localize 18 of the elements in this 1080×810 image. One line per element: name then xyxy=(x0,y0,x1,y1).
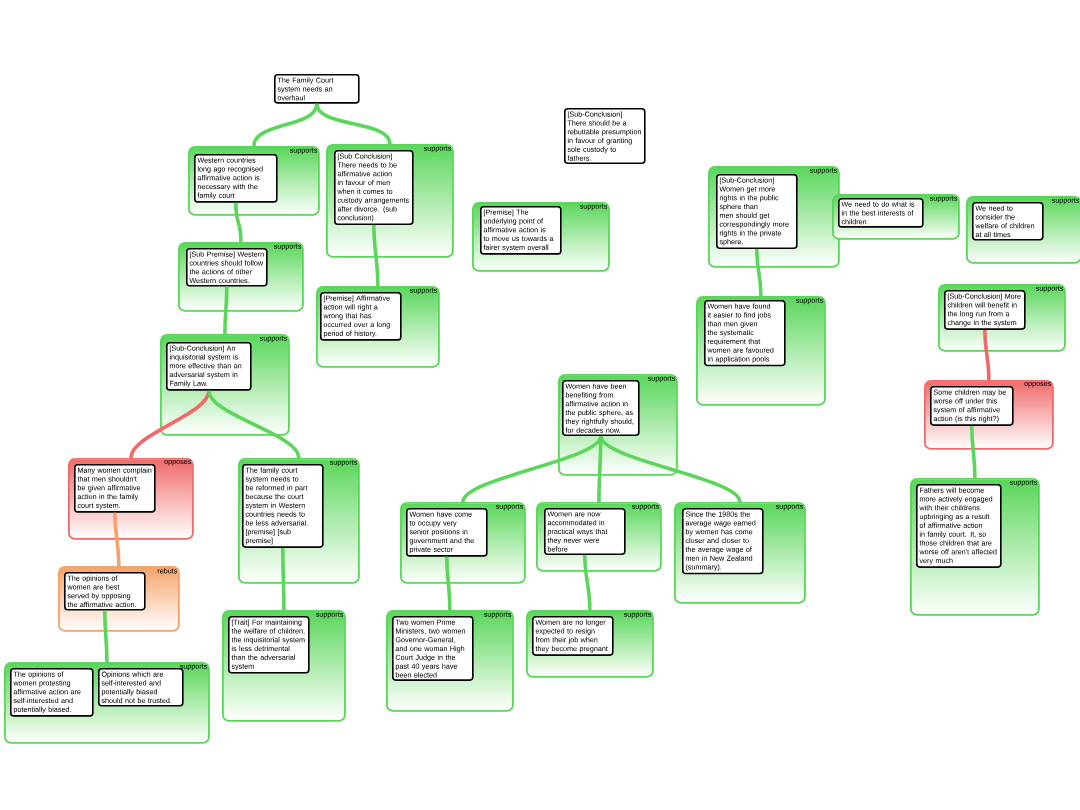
connector xyxy=(372,225,380,287)
connector xyxy=(223,286,229,335)
connector xyxy=(129,390,211,459)
connector xyxy=(315,103,392,145)
connector xyxy=(461,435,603,503)
connector xyxy=(599,435,742,503)
connector xyxy=(234,202,243,243)
connector xyxy=(597,436,603,503)
connector xyxy=(113,512,121,567)
connector xyxy=(983,329,991,381)
connector xyxy=(207,390,301,459)
connector xyxy=(970,425,977,479)
connector xyxy=(252,103,319,147)
connector xyxy=(755,249,763,297)
connector xyxy=(103,610,109,663)
connector xyxy=(583,555,592,611)
connector xyxy=(281,547,286,610)
connector xyxy=(445,556,452,611)
